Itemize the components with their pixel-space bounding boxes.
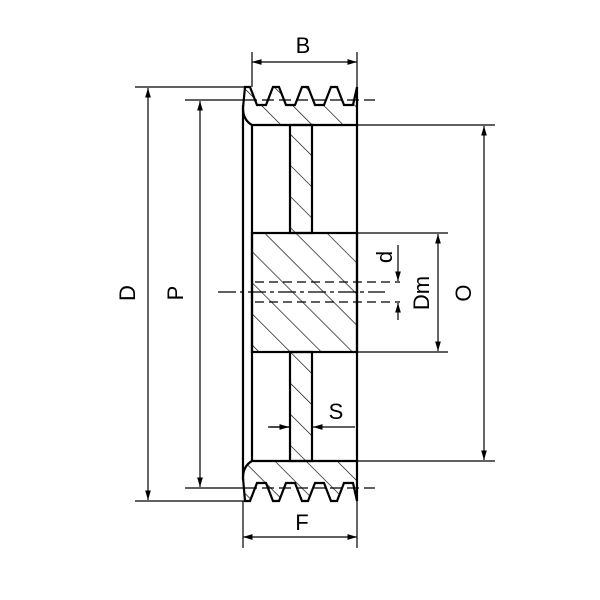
label-p: P bbox=[163, 286, 188, 301]
label-s: S bbox=[329, 399, 344, 424]
label-f: F bbox=[295, 510, 308, 535]
label-dm: Dm bbox=[409, 276, 434, 310]
label-b: B bbox=[296, 33, 311, 58]
upper-web bbox=[288, 123, 314, 235]
label-d-bore: d bbox=[372, 251, 397, 263]
label-d: D bbox=[115, 285, 140, 301]
top-rim bbox=[241, 85, 359, 127]
pulley-section bbox=[241, 85, 359, 503]
label-o: O bbox=[451, 284, 476, 301]
bottom-rim bbox=[241, 459, 359, 503]
lower-web bbox=[288, 350, 314, 463]
